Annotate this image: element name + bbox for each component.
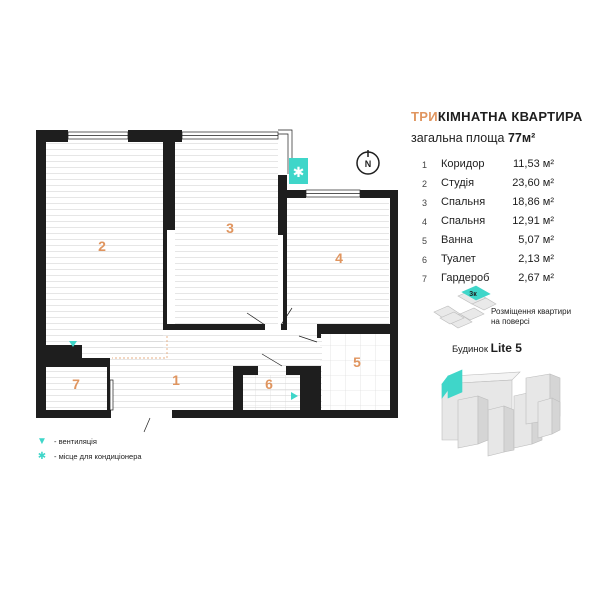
floor-fill (45, 142, 390, 412)
room-name: Спальня (441, 215, 486, 227)
room-number: 1 (422, 160, 428, 170)
floor-placement-diagram (433, 285, 497, 329)
room-label-7: 7 (72, 376, 80, 392)
title-accent: ТРИ (411, 109, 438, 124)
room-area: 5,07 м² (518, 234, 554, 246)
room-area: 12,91 м² (512, 215, 554, 227)
walls (36, 130, 398, 418)
room-row: 7 Гардероб 2,67 м² (416, 272, 566, 291)
legend-ventilation-label: - вентиляція (54, 437, 97, 446)
ventilation-icon (69, 341, 77, 347)
air-conditioner-spot-icon (289, 158, 308, 184)
room-row: 4 Спальня 12,91 м² (416, 215, 566, 234)
room-area: 18,86 м² (512, 196, 554, 208)
room-label-4: 4 (335, 250, 343, 266)
door-swings (112, 307, 318, 433)
room-label-2: 2 (98, 238, 106, 254)
room-number: 3 (422, 198, 428, 208)
room-number: 4 (422, 217, 428, 227)
building-diagram (441, 369, 561, 457)
room-number: 6 (422, 255, 428, 265)
room-name: Студія (441, 177, 475, 189)
room-label-1: 1 (172, 372, 180, 388)
total-area-value: 77м² (507, 131, 536, 145)
room-label-3: 3 (226, 220, 234, 236)
room-name: Ванна (441, 234, 473, 246)
room-area: 11,53 м² (513, 158, 554, 170)
floor-placement-label: Розміщення квартири на поверсі (491, 307, 572, 326)
building-prefix: Будинок (452, 344, 488, 355)
total-area: загальна площа 77м² (411, 131, 535, 145)
room-name: Спальня (441, 196, 486, 208)
title-rest: КІМНАТНА КВАРТИРА (437, 109, 583, 124)
room-area: 2,13 м² (518, 253, 554, 265)
room-area: 23,60 м² (512, 177, 554, 189)
room-row: 2 Студія 23,60 м² (416, 177, 566, 196)
room-label-5: 5 (353, 354, 361, 370)
room-row: 6 Туалет 2,13 м² (416, 253, 566, 272)
air-conditioner-snowflake-icon: ✱ (37, 451, 47, 462)
legend-ventilation: ▼ - вентиляція (36, 436, 97, 447)
room-row: 5 Ванна 5,07 м² (416, 234, 566, 253)
ventilation-icon (291, 392, 298, 400)
room-number: 7 (422, 274, 428, 284)
room-area: 2,67 м² (518, 272, 554, 284)
building-label: Будинок Lite 5 (452, 341, 522, 355)
room-number: 2 (422, 179, 428, 189)
compass-letter: N (365, 159, 372, 169)
room-label-6: 6 (265, 376, 273, 392)
room-name: Туалет (441, 253, 476, 265)
legend-air-conditioner-label: - місце для кондиціонера (54, 452, 142, 461)
floor-badge: 3к (469, 291, 477, 298)
room-number: 5 (422, 236, 428, 246)
room-row: 3 Спальня 18,86 м² (416, 196, 566, 215)
room-row: 1 Коридор 11,53 м² (416, 158, 566, 177)
room-name: Коридор (441, 158, 485, 170)
room-list: 1 Коридор 11,53 м² 2 Студія 23,60 м² 3 С… (416, 158, 566, 291)
air-conditioner-snowflake-icon: ✱ (293, 165, 305, 181)
compass-icon: N (356, 150, 380, 175)
room-name: Гардероб (441, 272, 490, 284)
building-name: Lite 5 (490, 341, 522, 355)
legend-air-conditioner: ✱ - місце для кондиціонера (36, 451, 142, 462)
total-area-label: загальна площа (411, 131, 505, 145)
ventilation-triangle-icon: ▼ (37, 436, 47, 447)
apartment-type-title: ТРИКІМНАТНА КВАРТИРА (411, 109, 583, 124)
